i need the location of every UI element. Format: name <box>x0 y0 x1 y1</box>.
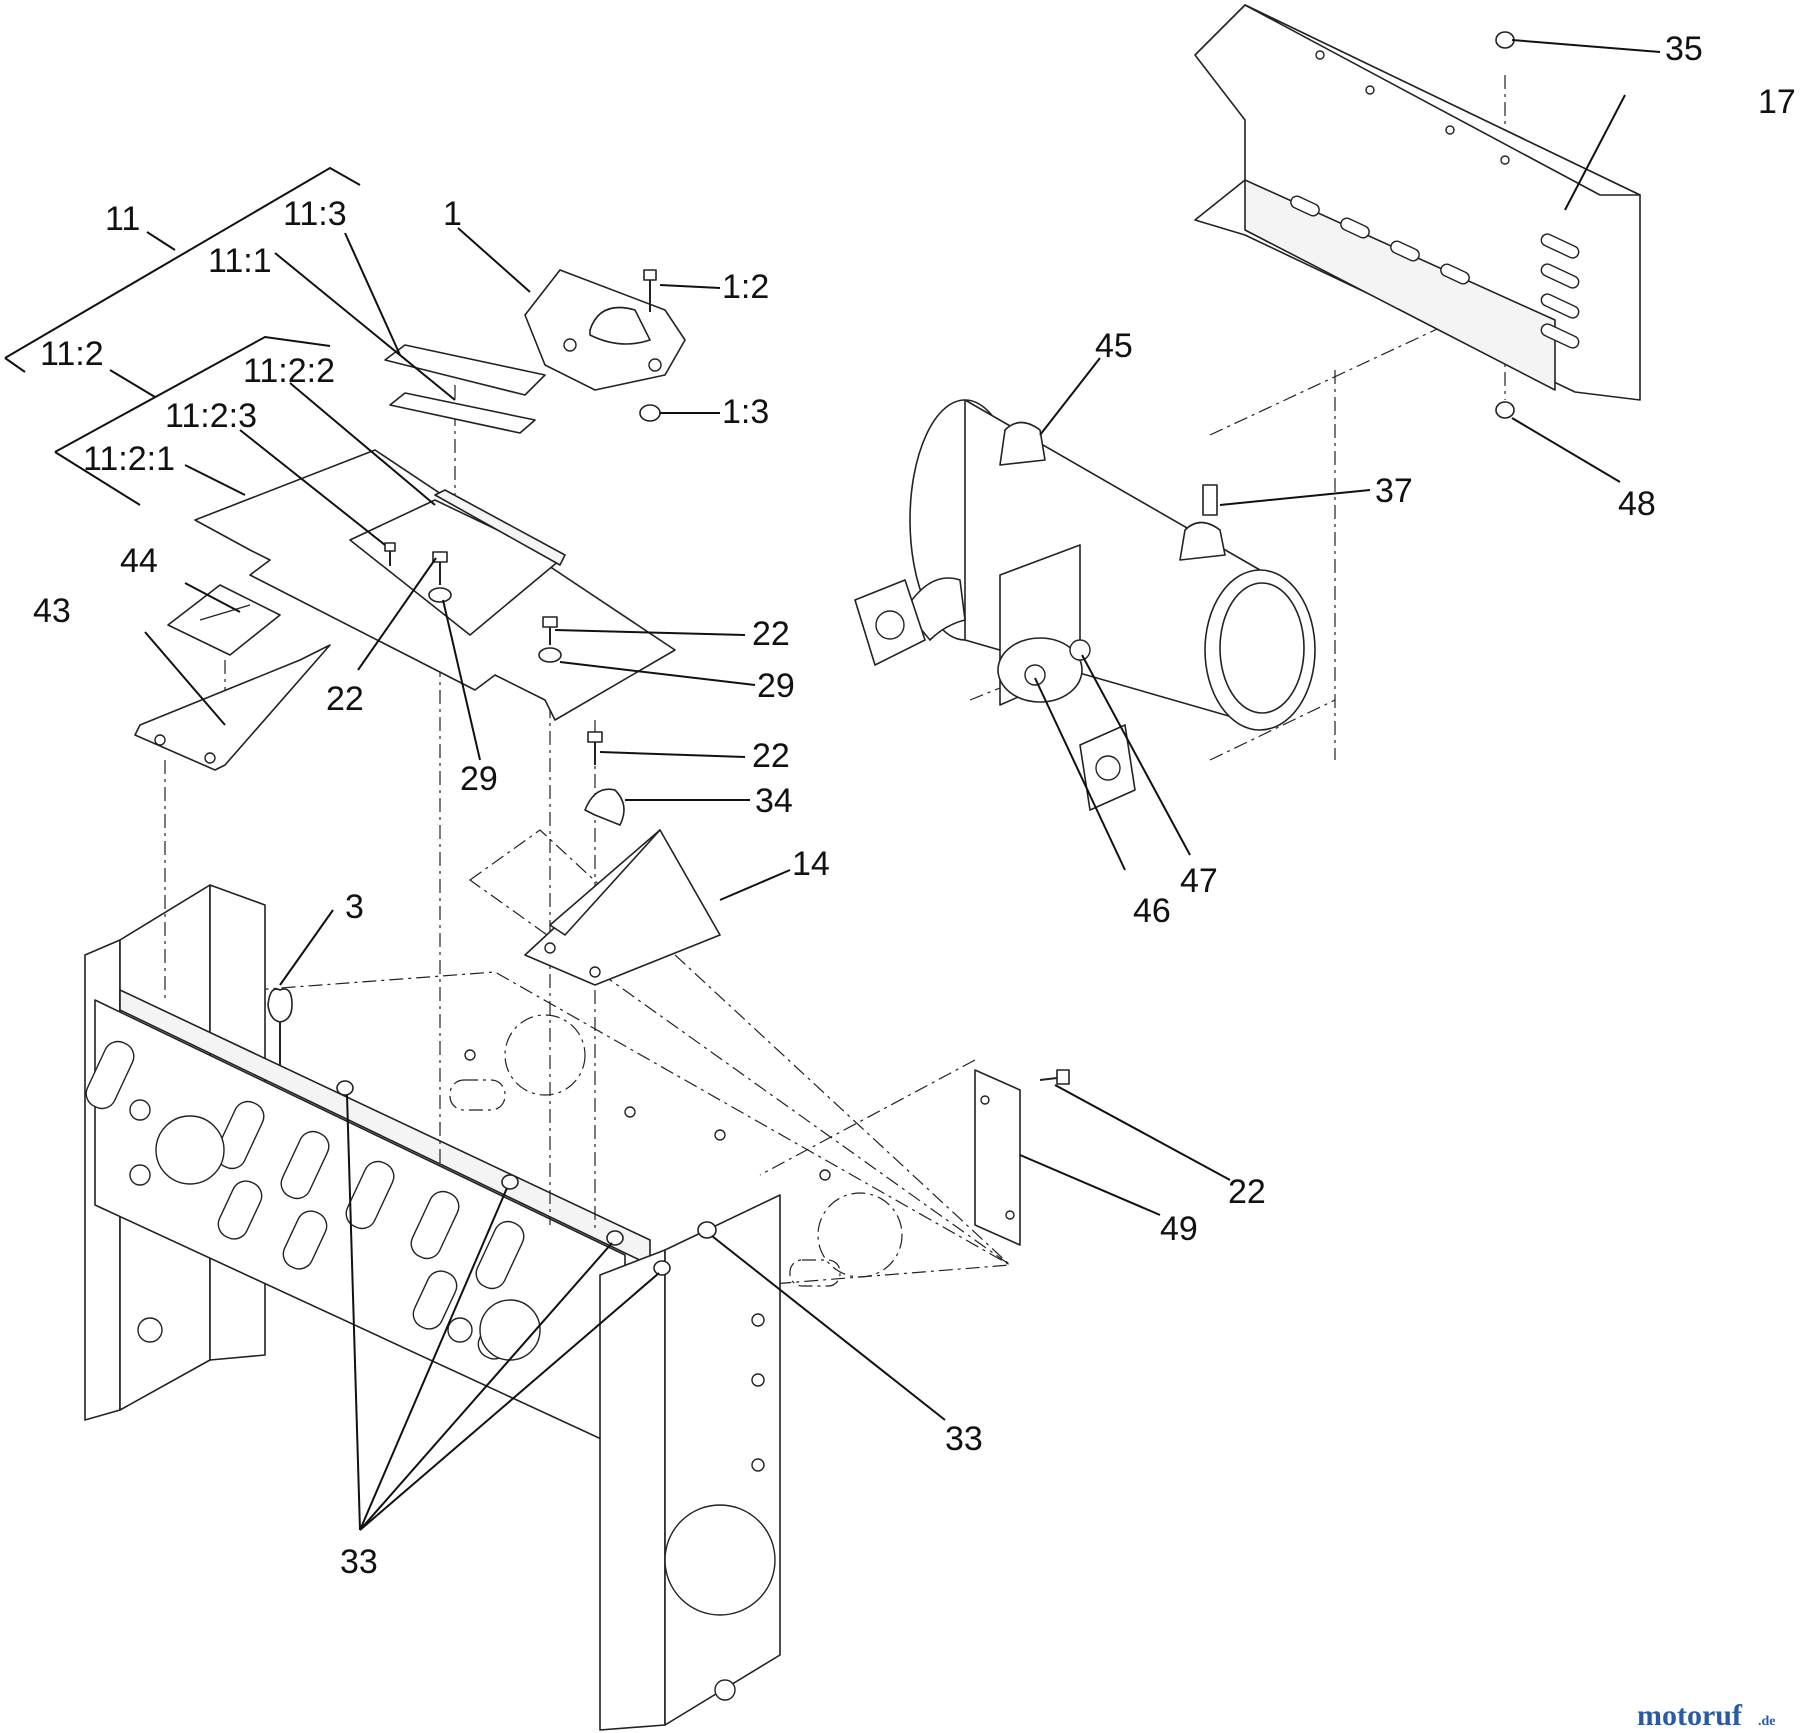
callout-11-2: 11:2 <box>40 335 104 373</box>
bolt-part-22-d <box>1039 1069 1070 1085</box>
frame-assembly <box>84 829 1012 1731</box>
nut-part-48 <box>1495 401 1515 419</box>
panel-part-11-2-2 <box>349 489 566 636</box>
callout-43: 43 <box>33 592 71 630</box>
callout-49: 49 <box>1160 1210 1198 1248</box>
group-bracket-11-2 <box>54 335 331 506</box>
bolt-part-1-2 <box>643 269 657 312</box>
callout-46: 46 <box>1133 892 1171 930</box>
callout-22-right: 22 <box>1228 1173 1266 1211</box>
callout-22-mid: 22 <box>752 615 790 653</box>
nut-part-33-d <box>653 1260 671 1276</box>
plate-part-43 <box>134 644 331 771</box>
label-part-11-3 <box>384 344 546 396</box>
bolt-part-22-c <box>587 731 603 765</box>
callout-11: 11 <box>105 200 140 238</box>
spacer-part-37 <box>1202 484 1218 516</box>
callout-37: 37 <box>1375 472 1413 510</box>
screw-part-11-2-3 <box>384 542 396 566</box>
callout-29-left: 29 <box>460 760 498 798</box>
callout-22-low: 22 <box>752 737 790 775</box>
label-part-11-1 <box>389 392 536 434</box>
callout-47: 47 <box>1180 862 1218 900</box>
nut-part-33-e <box>697 1221 717 1239</box>
clamp-part-34 <box>584 788 625 826</box>
callout-1: 1 <box>443 195 462 233</box>
callout-44: 44 <box>120 542 158 580</box>
watermark-tld: .de <box>1758 1714 1776 1729</box>
washer-part-29-b <box>538 647 562 663</box>
watermark-logo: motoruf .de <box>1637 1699 1776 1732</box>
heat-shield-part-17 <box>1194 4 1641 401</box>
bolt-part-22-b <box>542 616 558 645</box>
bracket-part-14 <box>524 829 721 986</box>
nut-part-35 <box>1495 31 1515 49</box>
callout-11-2-2: 11:2:2 <box>243 352 335 390</box>
bracket-part-1 <box>524 269 686 391</box>
watermark-text: motoruf <box>1637 1699 1743 1732</box>
callout-11-3: 11:3 <box>283 195 347 233</box>
callout-22-left: 22 <box>326 680 364 718</box>
callout-labels: 11 11:3 11:1 11:2 11:2:2 11:2:3 11:2:1 1… <box>33 30 1796 1581</box>
callout-33-bottom: 33 <box>340 1543 378 1581</box>
callout-14: 14 <box>792 845 830 883</box>
callout-33-right: 33 <box>945 1420 983 1458</box>
group-bracket-11 <box>4 166 361 373</box>
frame-slots <box>85 1040 541 1361</box>
decal-part-44 <box>167 584 281 656</box>
callout-11-2-3: 11:2:3 <box>165 397 257 435</box>
callout-1-3: 1:3 <box>722 393 769 431</box>
bolt-part-22-a <box>432 551 448 585</box>
callout-17: 17 <box>1758 83 1796 121</box>
nut-part-33-c <box>606 1230 624 1246</box>
callout-48: 48 <box>1618 485 1656 523</box>
nut-part-1-3 <box>639 404 661 422</box>
callout-1-2: 1:2 <box>722 268 769 306</box>
callout-34: 34 <box>755 782 793 820</box>
plate-part-49 <box>974 1069 1021 1246</box>
callout-3: 3 <box>345 888 364 926</box>
nut-part-33-a <box>336 1080 354 1096</box>
callout-35: 35 <box>1665 30 1703 68</box>
heat-shield-slots <box>1290 195 1580 349</box>
washer-part-29-a <box>428 587 452 603</box>
callout-11-1: 11:1 <box>208 242 272 280</box>
callout-11-2-1: 11:2:1 <box>83 440 175 478</box>
bumper-part-3 <box>267 988 293 1065</box>
muffler-part-45 <box>854 399 1316 811</box>
leader-lines <box>109 39 1661 1531</box>
callout-29-mid: 29 <box>757 667 795 705</box>
callout-45: 45 <box>1095 327 1133 365</box>
nut-part-33-b <box>501 1174 519 1190</box>
